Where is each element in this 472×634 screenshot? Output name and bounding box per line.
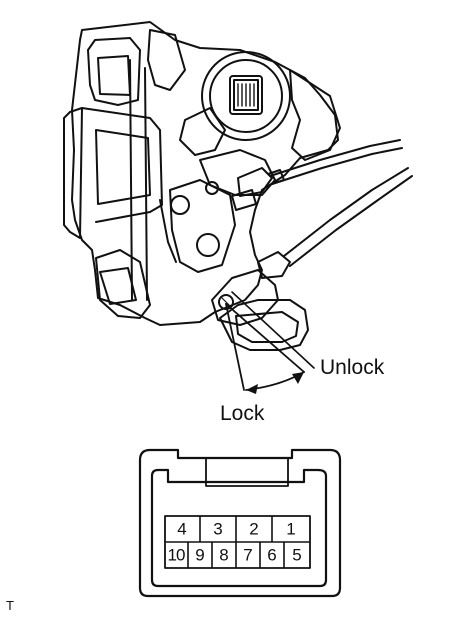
connector-inner-outline	[150, 468, 328, 588]
pin-3: 3	[213, 519, 222, 538]
lower-cable	[283, 167, 409, 257]
pin-9: 9	[195, 545, 204, 564]
pin-6: 6	[267, 545, 276, 564]
lock-arrowhead	[246, 384, 258, 394]
motor-housing	[201, 51, 291, 141]
pin-8: 8	[219, 545, 228, 564]
lock-lever	[219, 299, 309, 351]
pin-2: 2	[249, 519, 258, 538]
lock-label: Lock	[220, 402, 265, 425]
pin-5: 5	[292, 545, 301, 564]
upper-bracket	[87, 37, 141, 106]
switch-block	[229, 75, 263, 115]
connector-housing	[138, 448, 342, 598]
upper-cable	[269, 139, 401, 177]
lock-body	[71, 21, 339, 326]
pin-4: 4	[177, 519, 186, 538]
unlock-label: Unlock	[320, 356, 385, 379]
unlock-line	[225, 303, 305, 373]
lever-pivot	[218, 294, 234, 310]
unlock-arrowhead	[292, 372, 304, 384]
pin-1: 1	[286, 519, 295, 538]
cable-clip-lower	[257, 251, 291, 279]
lock-line	[225, 303, 245, 391]
pin-10: 10	[168, 545, 185, 564]
figure-tag: T	[6, 598, 14, 613]
pin-7: 7	[243, 545, 252, 564]
unlock-leader	[231, 291, 315, 369]
connector-lock-tab	[205, 457, 289, 487]
